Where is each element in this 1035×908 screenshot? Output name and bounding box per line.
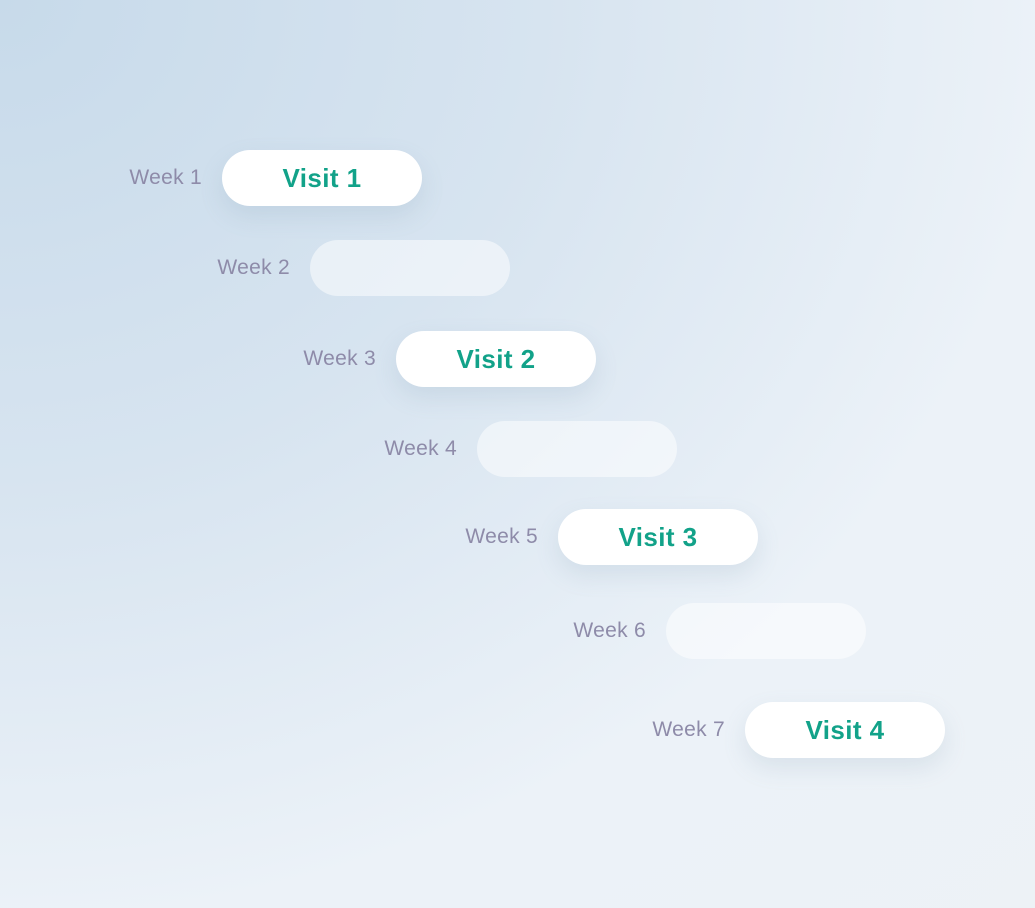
week-label: Week 4	[384, 437, 457, 460]
empty-week-pill	[477, 421, 677, 477]
week-label: Week 7	[652, 718, 725, 741]
timeline-row-week-2: Week 2	[217, 240, 510, 296]
visit-pill: Visit 1	[222, 150, 422, 206]
empty-week-pill	[310, 240, 510, 296]
visit-label: Visit 2	[456, 343, 536, 374]
week-label: Week 6	[573, 619, 646, 642]
timeline-row-week-7: Week 7 Visit 4	[652, 702, 945, 758]
week-label: Week 3	[303, 347, 376, 370]
timeline-row-week-3: Week 3 Visit 2	[303, 331, 596, 387]
visit-label: Visit 4	[805, 714, 885, 745]
visit-label: Visit 1	[282, 162, 362, 193]
timeline-row-week-6: Week 6	[573, 603, 866, 659]
timeline-row-week-5: Week 5 Visit 3	[465, 509, 758, 565]
visit-pill: Visit 2	[396, 331, 596, 387]
visit-label: Visit 3	[618, 521, 698, 552]
visit-pill: Visit 4	[745, 702, 945, 758]
week-label: Week 1	[129, 166, 202, 189]
week-label: Week 2	[217, 256, 290, 279]
timeline-row-week-1: Week 1 Visit 1	[129, 150, 422, 206]
empty-week-pill	[666, 603, 866, 659]
week-label: Week 5	[465, 525, 538, 548]
visit-pill: Visit 3	[558, 509, 758, 565]
timeline-row-week-4: Week 4	[384, 421, 677, 477]
